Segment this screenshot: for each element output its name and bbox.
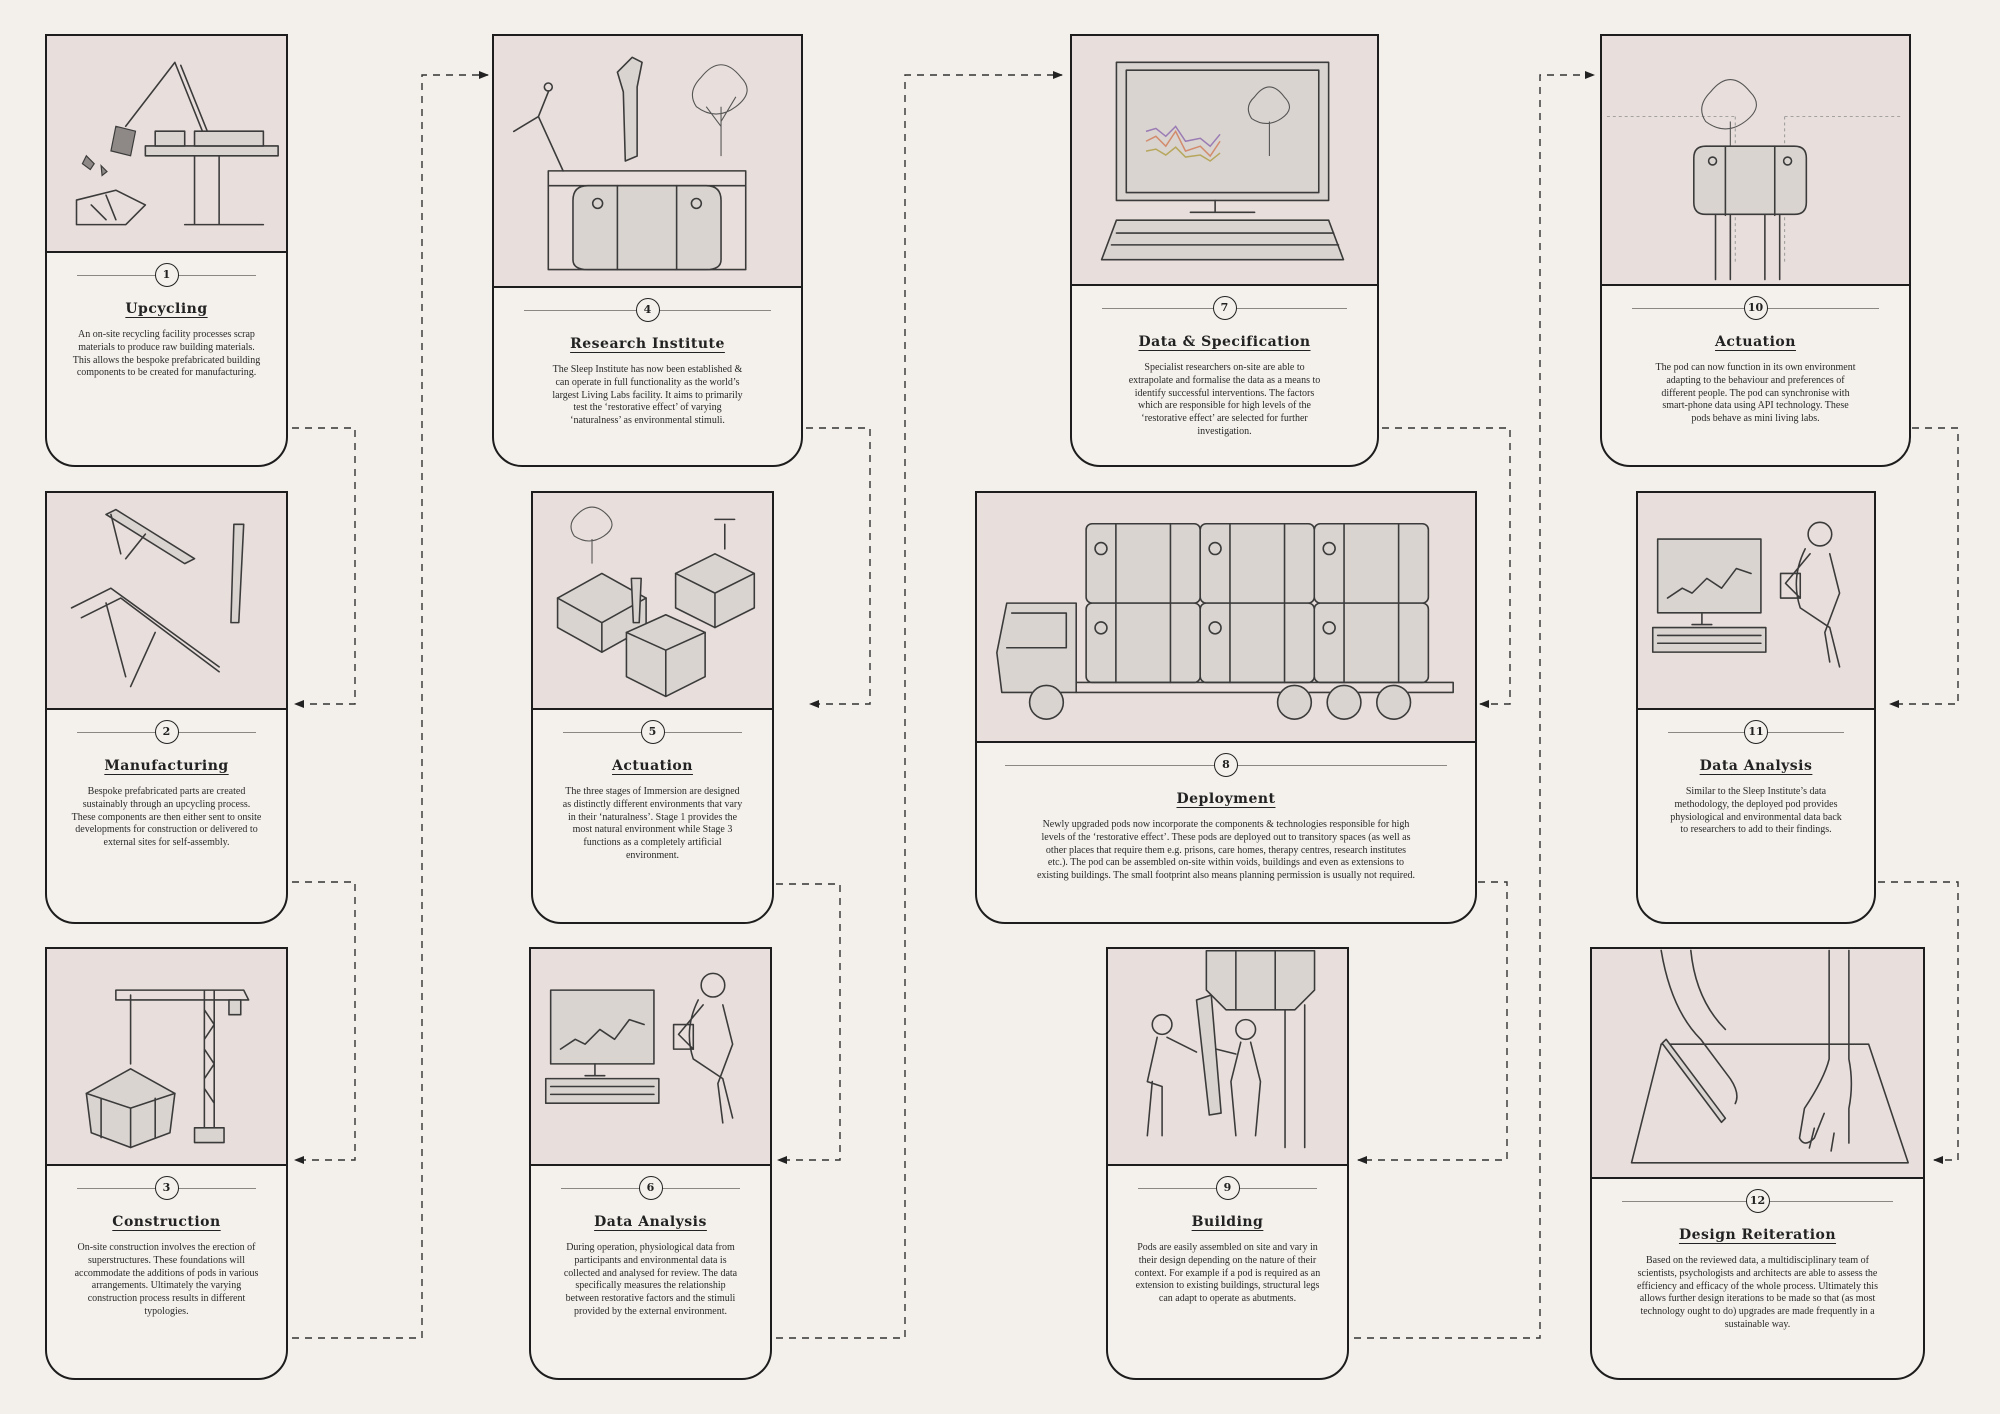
step-number: 10 [1743, 296, 1768, 320]
step-card-9: 9 Building Pods are easily assembled on … [1106, 947, 1349, 1380]
step-title: Data Analysis [594, 1214, 707, 1230]
step-title: Design Reiteration [1678, 1227, 1837, 1243]
step-description: The pod can now function in its own envi… [1655, 362, 1856, 425]
step-card-4: 4 Research Institute The Sleep Institute… [492, 34, 803, 467]
connector-3-4 [292, 71, 489, 1339]
step-title: Data & Specification [1138, 334, 1311, 350]
step-number: 8 [1214, 753, 1238, 777]
truck-pods-icon [996, 522, 1454, 720]
connector-5-6 [776, 883, 841, 1164]
step-title: Actuation [612, 758, 693, 774]
prefab-parts-icon [70, 508, 245, 688]
step-title: Building [1191, 1214, 1264, 1230]
step-description: An on-site recycling facility processes … [72, 329, 261, 379]
step-title: Research Institute [570, 336, 725, 352]
connector-10-11 [1889, 427, 1959, 708]
step-description: The Sleep Institute has now been establi… [552, 364, 743, 427]
step-title: Upcycling [125, 301, 208, 317]
step-description: Pods are easily assembled on site and va… [1134, 1242, 1321, 1305]
researcher-laptop-icon [1651, 521, 1841, 668]
step-title: Manufacturing [104, 758, 229, 774]
excavator-scrap-icon [75, 61, 279, 226]
step-number: 3 [154, 1176, 179, 1200]
step-description: Similar to the Sleep Institute’s data me… [1670, 786, 1842, 836]
step-description: On-site construction involves the erecti… [74, 1242, 259, 1317]
step-description: Specialist researchers on-site are able … [1128, 362, 1321, 437]
step-card-12: 12 Design Reiteration Based on the revie… [1590, 947, 1925, 1380]
connector-4-5 [806, 427, 871, 708]
step-description: Based on the reviewed data, a multidisci… [1637, 1255, 1878, 1330]
single-pod-icon [1606, 79, 1904, 281]
step-number: 11 [1744, 720, 1768, 744]
step-card-2: 2 Manufacturing Bespoke prefabricated pa… [45, 491, 288, 924]
step-card-11: 11 Data Analysis Similar to the Sleep In… [1636, 491, 1876, 924]
people-assembly-icon [1146, 949, 1316, 1149]
connector-1-2 [292, 427, 356, 708]
step-title: Construction [112, 1214, 221, 1230]
step-card-1: 1 Upcycling An on-site recycling facilit… [45, 34, 288, 467]
step-number: 2 [154, 720, 179, 744]
step-card-3: 3 Construction On-site construction invo… [45, 947, 288, 1380]
step-description: Newly upgraded pods now incorporate the … [1036, 819, 1416, 882]
step-number: 5 [640, 720, 665, 744]
step-number: 6 [638, 1176, 663, 1200]
step-title: Deployment [1176, 791, 1276, 807]
step-card-5: 5 Actuation The three stages of Immersio… [531, 491, 774, 924]
pod-structure-icon [512, 56, 748, 271]
step-title: Data Analysis [1699, 758, 1813, 774]
researcher-computer-icon [544, 972, 734, 1124]
step-card-6: 6 Data Analysis During operation, physio… [529, 947, 772, 1380]
step-description: During operation, physiological data fro… [563, 1242, 738, 1317]
step-description: Bespoke prefabricated parts are created … [71, 786, 262, 849]
step-number: 7 [1212, 296, 1237, 320]
pods-actuation-icon [556, 506, 756, 698]
step-number: 1 [154, 263, 179, 287]
step-card-8: 8 Deployment Newly upgraded pods now inc… [975, 491, 1477, 924]
step-number: 9 [1215, 1176, 1240, 1200]
connector-2-3 [292, 881, 356, 1164]
drawing-hand-icon [1630, 949, 1909, 1164]
step-description: The three stages of Immersion are design… [562, 786, 743, 861]
computer-chart-icon [1100, 61, 1345, 261]
crane-icon [85, 989, 250, 1149]
step-title: Actuation [1715, 334, 1796, 350]
step-number: 12 [1745, 1189, 1770, 1213]
step-card-10: 10 Actuation The pod can now function in… [1600, 34, 1911, 467]
step-card-7: 7 Data & Specification Specialist resear… [1070, 34, 1379, 467]
step-number: 4 [635, 298, 660, 322]
